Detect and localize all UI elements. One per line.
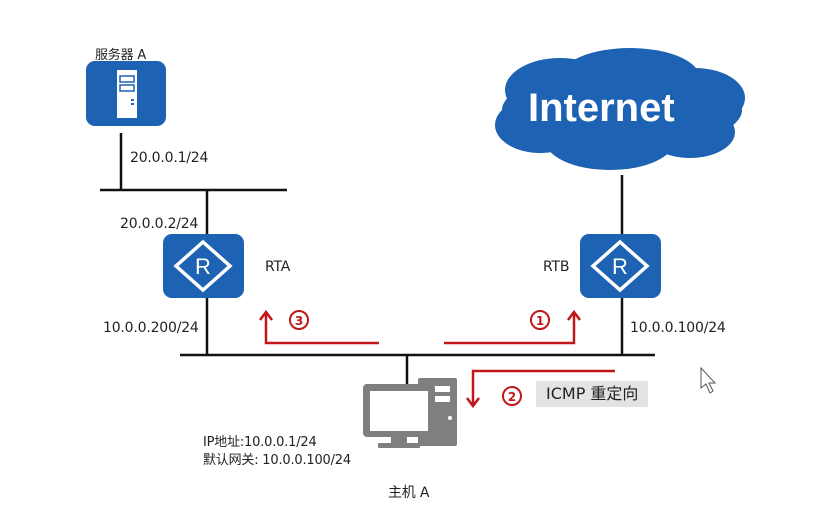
flow-arrow-2	[466, 369, 615, 409]
server-ip: 20.0.0.1/24	[130, 150, 209, 166]
rta-ip-lower: 10.0.0.200/24	[103, 320, 199, 336]
rtb-ip-lower: 10.0.0.100/24	[630, 320, 726, 336]
computer-icon	[363, 378, 457, 448]
rta-label: RTA	[265, 259, 291, 275]
host-label: 主机 A	[388, 485, 430, 501]
router-glyph: R	[195, 254, 211, 279]
host-gateway: 默认网关: 10.0.0.100/24	[203, 453, 351, 468]
rta-router[interactable]: R	[163, 234, 244, 298]
icmp-redirect-label: ICMP 重定向	[536, 381, 649, 407]
server-icon	[117, 70, 137, 118]
mouse-pointer-icon	[700, 366, 717, 394]
server-node[interactable]	[86, 61, 166, 126]
cloud-icon	[495, 48, 745, 170]
flow-arrow-3	[259, 309, 379, 345]
router-glyph: R	[612, 254, 628, 279]
step-marker-2: 2	[502, 386, 522, 406]
router-icon: R	[590, 239, 650, 293]
step-marker-3: 3	[289, 310, 309, 330]
internet-label: Internet	[528, 86, 675, 130]
step-marker-1: 1	[530, 310, 550, 330]
rtb-label: RTB	[543, 259, 570, 275]
server-label: 服务器 A	[95, 48, 147, 63]
host-ip: IP地址:10.0.0.1/24	[203, 435, 317, 450]
rtb-router[interactable]: R	[580, 234, 661, 298]
rta-ip-upper: 20.0.0.2/24	[120, 216, 199, 232]
router-icon: R	[173, 239, 233, 293]
flow-arrow-1	[444, 309, 581, 345]
